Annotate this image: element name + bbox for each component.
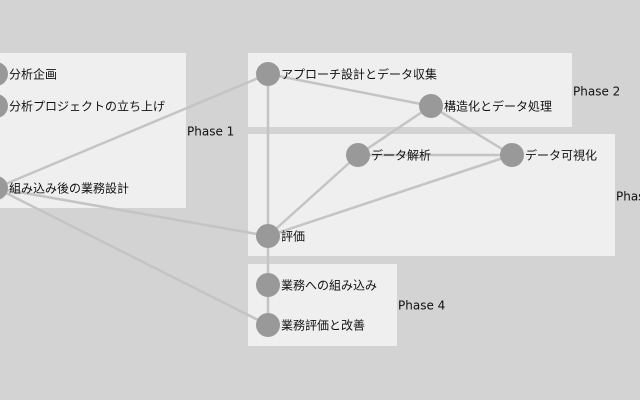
edge-n6-n8 bbox=[267, 154, 359, 237]
phase-2-box bbox=[248, 53, 572, 127]
node-label: 評価 bbox=[281, 229, 305, 244]
node-n1[interactable]: 分析企画 bbox=[0, 62, 57, 86]
node-circle[interactable] bbox=[256, 273, 280, 297]
node-circle[interactable] bbox=[419, 94, 443, 118]
node-n3[interactable]: 組み込み後の業務設計 bbox=[0, 176, 129, 200]
node-circle[interactable] bbox=[256, 313, 280, 337]
node-circle[interactable] bbox=[256, 62, 280, 86]
edge-n7-n8 bbox=[267, 153, 513, 238]
node-label: データ解析 bbox=[371, 148, 431, 163]
node-n2[interactable]: 分析プロジェクトの立ち上げ bbox=[0, 94, 165, 118]
node-circle[interactable] bbox=[500, 143, 524, 167]
node-circle[interactable] bbox=[0, 62, 8, 86]
node-circle[interactable] bbox=[346, 143, 370, 167]
phase-1-label: Phase 1 bbox=[187, 125, 234, 139]
node-n4[interactable]: アプローチ設計とデータ収集 bbox=[256, 62, 437, 86]
node-n5[interactable]: 構造化とデータ処理 bbox=[419, 94, 552, 118]
phase-4-label: Phase 4 bbox=[398, 299, 445, 313]
node-n8[interactable]: 評価 bbox=[256, 224, 305, 248]
edge-n4-n5 bbox=[267, 72, 432, 108]
node-n9[interactable]: 業務への組み込み bbox=[256, 273, 377, 297]
node-n10[interactable]: 業務評価と改善 bbox=[256, 313, 365, 337]
node-circle[interactable] bbox=[256, 224, 280, 248]
phase-3-label: Phase 3 bbox=[616, 190, 640, 204]
phase-2-label: Phase 2 bbox=[573, 85, 620, 99]
edge-n5-n7 bbox=[430, 104, 513, 157]
node-label: 業務評価と改善 bbox=[281, 318, 365, 333]
edge-n3-n8 bbox=[0, 187, 269, 238]
phase-1-box bbox=[0, 53, 186, 208]
node-n7[interactable]: データ可視化 bbox=[500, 143, 597, 167]
node-label: データ可視化 bbox=[525, 148, 597, 163]
node-label: 構造化とデータ処理 bbox=[444, 99, 552, 114]
edges-layer bbox=[0, 72, 513, 327]
edge-n3-n10 bbox=[0, 188, 269, 327]
node-circle[interactable] bbox=[0, 94, 8, 118]
node-label: 組み込み後の業務設計 bbox=[9, 181, 129, 196]
node-n6[interactable]: データ解析 bbox=[346, 143, 431, 167]
node-circle[interactable] bbox=[0, 176, 8, 200]
edge-n3-n4 bbox=[0, 72, 269, 188]
edge-n5-n6 bbox=[357, 104, 432, 157]
node-label: 分析企画 bbox=[9, 67, 57, 82]
node-label: 業務への組み込み bbox=[281, 279, 377, 293]
node-label: アプローチ設計とデータ収集 bbox=[281, 67, 437, 82]
node-label: 分析プロジェクトの立ち上げ bbox=[9, 99, 165, 114]
